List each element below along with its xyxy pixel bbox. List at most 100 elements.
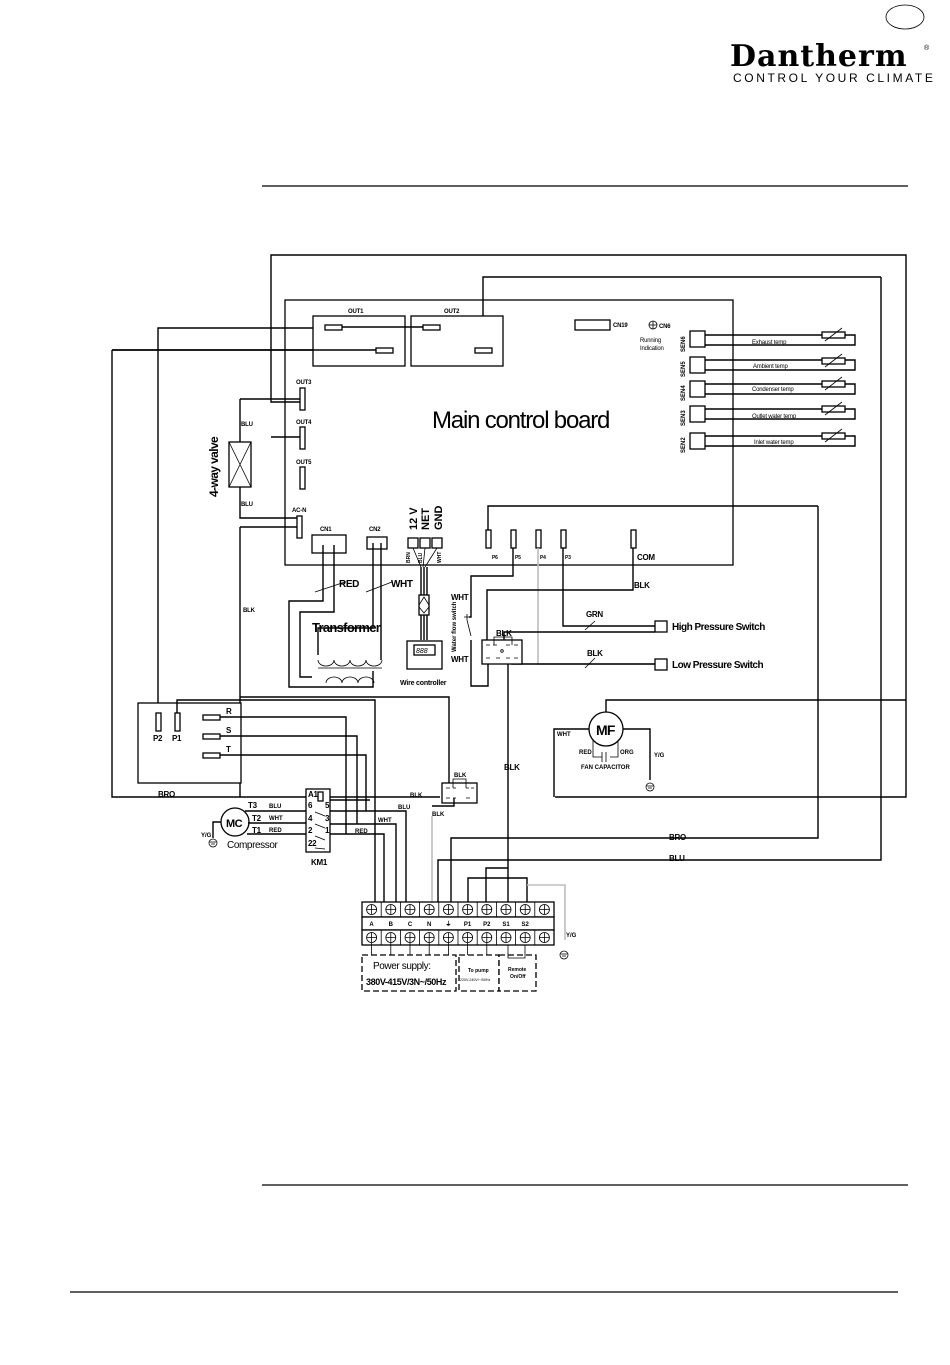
svg-text:SEN6: SEN6 [681, 336, 687, 352]
cn19-connector [574, 319, 611, 331]
compressor-ground-label: Y/G [201, 833, 212, 839]
pump-supply-spec: 220V-240V/~/50Hz [460, 978, 490, 982]
valve-wire-blu-bottom: BLU [241, 502, 253, 508]
brand-tagline: CONTROL YOUR CLIMATE [733, 71, 935, 85]
terminal-screw-icon [366, 904, 378, 915]
terminal-label: B [389, 922, 394, 928]
transformer-wire-red: RED [339, 579, 359, 590]
wire-bro-right: BRO [669, 833, 686, 842]
input-pin-p3 [560, 529, 567, 549]
out5-label: OUT5 [296, 460, 312, 466]
input-pin-p6 [485, 529, 492, 549]
compressor-t3: T3 [248, 801, 258, 810]
transformer-coil-icon [317, 659, 383, 684]
terminal-screw-icon [385, 932, 397, 943]
wire-blu-right: BLU [669, 854, 685, 863]
out2-pin-b [474, 347, 493, 354]
terminal-screw-icon [442, 932, 454, 943]
terminal-screw-icon [404, 932, 416, 943]
input-pin-com [630, 529, 637, 549]
fan-wire-red: RED [579, 750, 592, 756]
sensor-label: Exhaust temp [752, 340, 787, 346]
svg-text:5: 5 [325, 801, 330, 810]
fan-ground-icon [645, 782, 655, 792]
terminal-label: S2 [522, 922, 530, 928]
fan-wire-org: ORG [620, 750, 634, 756]
terminal-label: A [369, 922, 374, 928]
wire-blk-bro: BLK [410, 793, 423, 799]
wire-wht-flow-top: WHT [451, 593, 469, 602]
sensor-label: Inlet water temp [754, 440, 794, 446]
out3-label: OUT3 [296, 380, 312, 386]
remote-title: Remote [508, 967, 527, 973]
cn2-connector [366, 536, 388, 550]
cn19-label: CN19 [613, 323, 628, 329]
out1-pin-b [375, 347, 394, 354]
terminal-screw-icon [519, 932, 531, 943]
terminal-screw-icon [539, 904, 550, 915]
input-label-com: COM [637, 553, 655, 562]
wire-wht-flow-bottom: WHT [451, 655, 469, 664]
water-flow-switch-label: Water flow switch [452, 601, 458, 652]
svg-text:SEN3: SEN3 [681, 410, 687, 426]
wire-connector-plug [418, 594, 430, 616]
four-way-valve-label: 4-way valve [207, 436, 221, 497]
high-pressure-switch-icon [654, 620, 668, 633]
sensor-sen5: SEN5 Ambient temp [681, 353, 856, 377]
pressure-relay-block [481, 639, 523, 665]
compressor-symbol: MC [226, 818, 243, 830]
input-label-p5: P5 [515, 555, 521, 561]
terminal-screw-icon [481, 932, 493, 943]
compressor-wire-red: RED [269, 828, 282, 834]
sensor-label: Ambient temp [753, 364, 788, 370]
terminal-label: C [408, 922, 413, 928]
km1-contactor [305, 788, 331, 853]
km1-label: KM1 [311, 858, 328, 867]
wire-controller-label: Wire controller [400, 680, 447, 687]
compressor-wire-wht: WHT [269, 816, 283, 822]
terminal-net [419, 537, 431, 549]
terminal-ground-label: Y/G [566, 933, 577, 939]
svg-text:SEN4: SEN4 [681, 385, 687, 401]
pump-supply-box [458, 954, 500, 992]
terminal-label: N [427, 922, 431, 928]
compressor-t2: T2 [252, 814, 262, 823]
terminal-12v-label: 12 V [408, 507, 420, 530]
input-label-p3: P3 [565, 555, 571, 561]
wire-bro-left: BRO [158, 790, 175, 799]
svg-text:A1: A1 [308, 790, 318, 799]
pump-supply-title: To pump [468, 968, 489, 974]
input-pin-p5 [510, 529, 517, 549]
terminal-screw-icon [481, 904, 493, 915]
terminal-gnd-label: GND [433, 506, 445, 531]
low-pressure-switch-label: Low Pressure Switch [672, 660, 763, 671]
terminal-screw-icon [519, 904, 531, 915]
registered-mark: ® [924, 44, 930, 52]
terminal-screw-icon [366, 932, 378, 943]
power-supply-title: Power supply: [373, 961, 431, 972]
cn1-connector [311, 534, 347, 554]
main-control-board [284, 299, 734, 566]
fan-wire-wht: WHT [557, 732, 571, 738]
sensor-sen2: SEN2 Inlet water temp [681, 428, 856, 453]
terminal-screw-icon [500, 932, 512, 943]
svg-text:4: 4 [308, 814, 313, 823]
fan-capacitor-label: FAN CAPACITOR [581, 765, 630, 771]
terminal-screw-icon [423, 904, 435, 915]
wire-blk-lower: BLK [432, 812, 445, 818]
wire-wht-ctrl: WHT [437, 552, 443, 563]
fan-ground-label: Y/G [654, 753, 665, 759]
valve-wire-blu-top: BLU [241, 422, 253, 428]
high-pressure-switch-label: High Pressure Switch [672, 622, 765, 633]
sensor-sen4: SEN4 Condenser temp [681, 376, 856, 401]
low-pressure-switch-icon [654, 658, 668, 671]
input-label-p4: P4 [540, 555, 546, 561]
wire-blk-com: BLK [634, 581, 650, 590]
wire-brn: BRN [406, 552, 412, 563]
svg-text:6: 6 [308, 801, 313, 810]
outer-wires [111, 254, 907, 902]
wire-controller-display: 888 [416, 648, 428, 655]
phase-s-label: S [226, 726, 232, 735]
